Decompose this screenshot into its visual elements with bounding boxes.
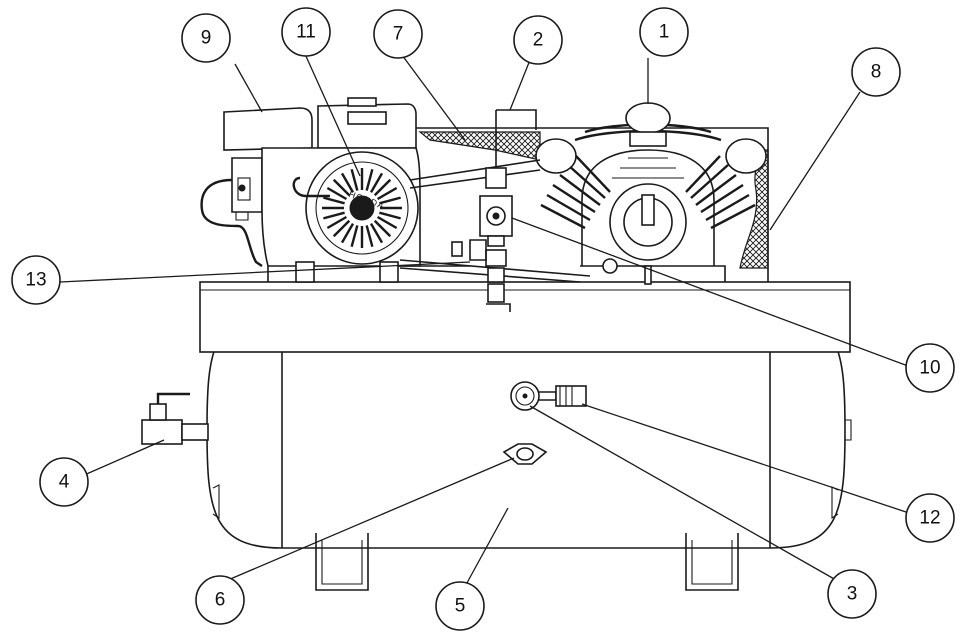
svg-text:9: 9 bbox=[201, 28, 212, 49]
svg-text:2: 2 bbox=[533, 30, 544, 51]
callout-13: 13 bbox=[11, 255, 61, 305]
callout-8: 8 bbox=[851, 47, 901, 97]
callout-2: 2 bbox=[513, 15, 563, 65]
svg-text:5: 5 bbox=[455, 596, 466, 617]
svg-text:11: 11 bbox=[296, 22, 316, 43]
tank-legs bbox=[315, 533, 739, 591]
flywheel-fins bbox=[322, 168, 402, 248]
outlet-ball-valve bbox=[141, 392, 209, 445]
pressure-switch-gauge bbox=[510, 381, 587, 411]
base-platform bbox=[199, 281, 851, 353]
svg-text:8: 8 bbox=[871, 62, 882, 83]
callout-4: 4 bbox=[39, 457, 89, 507]
tank-service-valve bbox=[502, 443, 548, 465]
safety-valve bbox=[602, 258, 618, 274]
svg-text:7: 7 bbox=[393, 24, 404, 45]
callout-7: 7 bbox=[373, 9, 423, 59]
svg-text:1: 1 bbox=[659, 22, 670, 43]
svg-text:10: 10 bbox=[919, 358, 940, 379]
svg-text:3: 3 bbox=[847, 584, 858, 605]
callout-12: 12 bbox=[905, 493, 955, 543]
gas-engine: HONDA bbox=[200, 97, 421, 283]
callout-5: 5 bbox=[435, 581, 485, 631]
callout-3: 3 bbox=[827, 569, 877, 619]
callout-11: 11 bbox=[281, 7, 331, 57]
svg-text:13: 13 bbox=[25, 270, 46, 291]
svg-text:6: 6 bbox=[215, 590, 226, 611]
compressor-pump bbox=[535, 102, 767, 285]
pump-fins-left bbox=[540, 155, 611, 230]
leader-lines bbox=[59, 53, 909, 593]
belt-guard-hatch bbox=[418, 131, 541, 161]
svg-text:12: 12 bbox=[919, 508, 940, 529]
svg-text:4: 4 bbox=[59, 472, 70, 493]
callout-9: 9 bbox=[181, 13, 231, 63]
callout-10: 10 bbox=[905, 343, 955, 393]
callout-1: 1 bbox=[639, 7, 689, 57]
callout-6: 6 bbox=[195, 575, 245, 625]
pump-fins-right bbox=[685, 155, 756, 230]
check-valve-assembly bbox=[451, 109, 537, 312]
